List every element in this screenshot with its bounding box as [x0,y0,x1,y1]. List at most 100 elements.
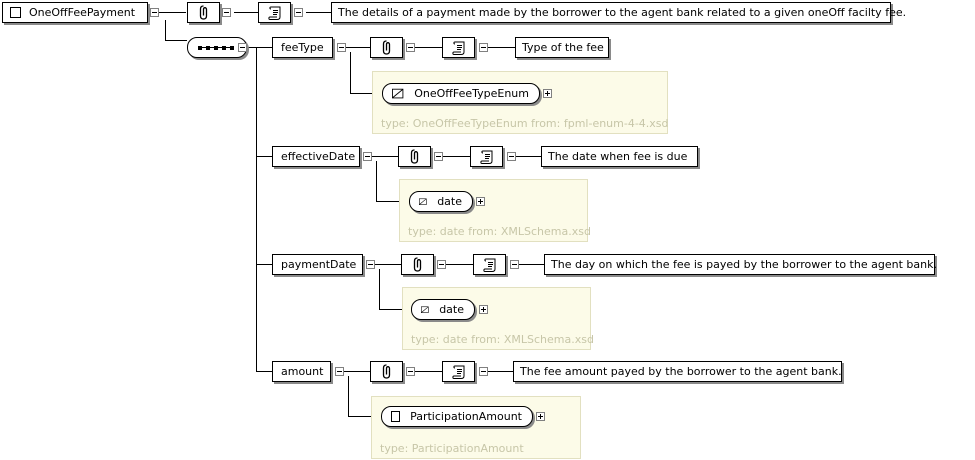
annotation-box[interactable] [401,254,434,275]
connector-line [165,40,187,41]
connector-line [519,264,544,265]
connector-line [346,47,370,48]
expand-plus-icon[interactable] [479,305,488,314]
documentation-text: The fee amount payed by the borrower to … [513,361,842,382]
connector-line [379,309,411,310]
connector-line [344,371,370,372]
annotation-icon [410,149,418,164]
expand-plus-icon[interactable] [543,89,552,98]
documentation-scroll-icon [451,41,464,55]
documentation-text-label: Type of the fee [522,41,604,54]
documentation-text: The day on which the fee is payed by the… [544,254,937,275]
connector-line [446,264,473,265]
connector-line [256,47,257,372]
documentation-text-label: The fee amount payed by the borrower to … [520,365,842,378]
collapse-minus-icon[interactable] [510,260,519,269]
collapse-minus-icon[interactable] [366,260,375,269]
element-name: amount [281,365,324,378]
collapse-minus-icon[interactable] [363,152,372,161]
type-name: date [439,303,464,316]
collapse-minus-icon[interactable] [406,43,415,52]
root-element-name: OneOffFeePayment [29,6,136,19]
element-box-amount[interactable]: amount [272,361,331,382]
type-box-date[interactable]: date [409,191,473,212]
element-name: effectiveDate [281,150,356,163]
sequence-compositor-icon [198,46,234,50]
documentation-text: The details of a payment made by the bor… [331,2,906,23]
connector-line [256,264,272,265]
collapse-minus-icon[interactable] [406,367,415,376]
element-icon [10,7,21,18]
connector-line [165,20,166,40]
documentation-text-label: The date when fee is due [548,150,688,163]
documentation-text-label: The day on which the fee is payed by the… [551,258,937,271]
connector-line [375,264,401,265]
connector-line [256,156,272,157]
documentation-box[interactable] [470,146,503,167]
connector-line [443,156,470,157]
connector-line [234,12,258,13]
type-box-ParticipationAmount[interactable]: ParticipationAmount [381,406,533,427]
element-name: paymentDate [281,258,357,271]
root-element-box[interactable]: OneOffFeePayment [2,2,148,23]
documentation-box[interactable] [473,254,506,275]
simple-type-icon [419,197,427,205]
connector-line [350,93,382,94]
annotation-icon [199,5,207,20]
sequence-compositor[interactable] [187,37,247,58]
documentation-box[interactable] [442,361,475,382]
complex-type-icon [391,411,401,422]
documentation-text-label: The details of a payment made by the bor… [338,6,907,19]
type-info-text: type: ParticipationAmount [380,442,524,455]
expand-plus-icon[interactable] [536,412,545,421]
simple-type-icon [392,88,404,98]
collapse-minus-icon[interactable] [479,367,488,376]
type-info-text: type: date from: XMLSchema.xsd [408,225,591,238]
documentation-scroll-icon [479,150,492,164]
type-name: OneOffFeeTypeEnum [414,87,529,100]
connector-line [516,156,541,157]
element-box-effectiveDate[interactable]: effectiveDate [272,146,360,167]
collapse-minus-icon[interactable] [434,152,443,161]
annotation-icon [382,364,390,379]
connector-line [379,269,380,309]
type-panel: type: date from: XMLSchema.xsd [399,179,591,242]
connector-line [348,416,381,417]
documentation-text: Type of the fee [515,37,609,58]
connector-line [488,47,515,48]
collapse-minus-icon[interactable] [238,43,247,52]
type-name: ParticipationAmount [410,410,522,423]
documentation-text: The date when fee is due [541,146,698,167]
connector-line [350,52,351,93]
element-box-paymentDate[interactable]: paymentDate [272,254,363,275]
connector-line [248,47,272,48]
collapse-minus-icon[interactable] [337,43,346,52]
connector-line [376,201,409,202]
collapse-minus-icon[interactable] [335,367,344,376]
type-info-text: type: date from: XMLSchema.xsd [411,333,594,346]
collapse-minus-icon[interactable] [437,260,446,269]
type-box-OneOffFeeTypeEnum[interactable]: OneOffFeeTypeEnum [382,83,540,104]
collapse-minus-icon[interactable] [150,8,159,17]
connector-line [415,371,442,372]
simple-type-icon [421,305,429,313]
connector-line [256,371,272,372]
connector-line [415,47,442,48]
annotation-box[interactable] [370,37,403,58]
element-box-feeType[interactable]: feeType [272,37,333,58]
collapse-minus-icon[interactable] [507,152,516,161]
annotation-box[interactable] [187,2,220,23]
annotation-box[interactable] [398,146,431,167]
documentation-scroll-icon [482,258,495,272]
documentation-box[interactable] [442,37,475,58]
connector-line [306,12,331,13]
type-name: date [437,195,462,208]
connector-line [372,156,398,157]
collapse-minus-icon[interactable] [222,8,231,17]
collapse-minus-icon[interactable] [479,43,488,52]
documentation-box[interactable] [258,2,291,23]
collapse-minus-icon[interactable] [294,8,303,17]
expand-plus-icon[interactable] [476,197,485,206]
type-box-date[interactable]: date [411,299,475,320]
annotation-box[interactable] [370,361,403,382]
